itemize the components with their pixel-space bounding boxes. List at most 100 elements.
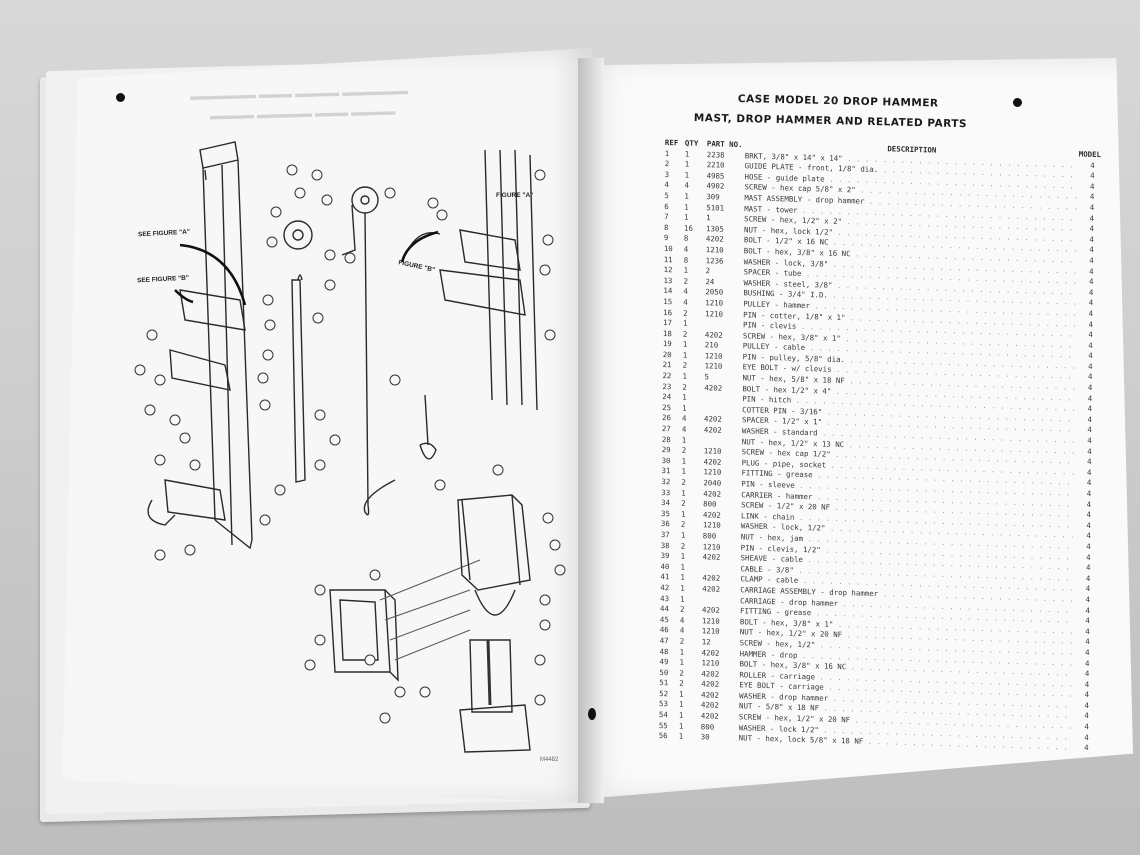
ref-cell: 25 bbox=[662, 402, 672, 413]
model-cell: 4 bbox=[1089, 234, 1094, 244]
model-cell: 4 bbox=[1090, 171, 1095, 181]
ref-cell: 41 bbox=[660, 572, 670, 582]
ref-cell: 27 bbox=[661, 424, 671, 434]
description-text: BOLT - hex 1/2" x 4" bbox=[742, 383, 832, 396]
ref-cell: 30 bbox=[661, 455, 671, 466]
model-cell: 4 bbox=[1088, 329, 1093, 340]
ref-cell: 15 bbox=[663, 296, 673, 307]
qty-cell: 1 bbox=[680, 583, 685, 593]
description-text: WASHER - lock, 3/8" bbox=[743, 256, 829, 269]
callout-balloon bbox=[270, 164, 333, 218]
ref-cell: 48 bbox=[659, 646, 669, 656]
model-cell: 4 bbox=[1086, 467, 1092, 477]
description-text: SCREW - hex, 3/8" x 1" bbox=[742, 330, 841, 343]
ref-cell: 4 bbox=[664, 180, 670, 190]
ref-cell: 12 bbox=[663, 265, 673, 275]
ref-cell: 2 bbox=[664, 159, 670, 169]
ref-cell: 28 bbox=[661, 434, 671, 444]
description-text: CLAMP - cable bbox=[740, 574, 799, 586]
qty-cell: 1 bbox=[684, 159, 690, 169]
model-cell: 4 bbox=[1085, 616, 1090, 626]
qty-cell: 1 bbox=[680, 594, 685, 604]
ref-cell: 40 bbox=[660, 561, 670, 572]
model-cell: 4 bbox=[1089, 266, 1094, 276]
description-text: EYE BOLT - carriage bbox=[739, 680, 824, 692]
ref-cell: 45 bbox=[659, 614, 669, 625]
qty-cell: 4 bbox=[682, 414, 687, 424]
qty-cell: 4 bbox=[681, 424, 687, 434]
book-gutter bbox=[578, 58, 604, 803]
qty-cell: 16 bbox=[684, 223, 694, 233]
model-cell: 4 bbox=[1086, 488, 1092, 499]
drawing-number: M4482 bbox=[540, 757, 559, 763]
qty-cell: 1 bbox=[683, 318, 688, 328]
description-text: CARRIAGE - drop hammer bbox=[740, 595, 839, 608]
model-cell: 4 bbox=[1087, 382, 1093, 393]
model-cell: 4 bbox=[1085, 647, 1090, 657]
binding-clip bbox=[588, 708, 596, 720]
model-cell: 4 bbox=[1084, 658, 1090, 668]
ref-cell: 8 bbox=[664, 222, 669, 232]
description-text: SPACER - 1/2" x 1" bbox=[741, 415, 823, 427]
description-text: MAST - tower bbox=[744, 203, 798, 215]
col-model-header: MODEL bbox=[1078, 149, 1102, 160]
model-cell: 4 bbox=[1089, 213, 1095, 223]
qty-cell: 2 bbox=[683, 276, 689, 286]
description-text: PLUG - pipe, socket bbox=[741, 458, 827, 470]
ref-cell: 52 bbox=[659, 688, 669, 699]
qty-cell: 8 bbox=[683, 233, 689, 244]
qty-cell: 2 bbox=[682, 329, 688, 339]
model-cell: 4 bbox=[1086, 478, 1092, 488]
description-text: WASHER - standard bbox=[741, 426, 818, 438]
ref-cell: 11 bbox=[663, 254, 673, 264]
qty-cell: 1 bbox=[681, 466, 687, 477]
ref-cell: 6 bbox=[664, 201, 669, 211]
model-cell: 4 bbox=[1084, 732, 1089, 742]
model-cell: 4 bbox=[1084, 700, 1090, 710]
qty-cell: 4 bbox=[683, 286, 688, 297]
qty-cell: 4 bbox=[683, 244, 689, 254]
ref-cell: 18 bbox=[662, 328, 672, 338]
ref-cell: 31 bbox=[661, 466, 671, 476]
ref-cell: 29 bbox=[661, 445, 671, 455]
model-cell: 4 bbox=[1084, 679, 1090, 689]
qty-cell: 1 bbox=[680, 530, 686, 540]
model-cell: 4 bbox=[1085, 626, 1090, 636]
qty-cell: 2 bbox=[679, 668, 684, 678]
model-cell: 4 bbox=[1089, 224, 1095, 234]
description-text: HOSE - guide plate bbox=[744, 172, 825, 184]
description-text: SCREW - hex cap 1/2" bbox=[741, 447, 831, 459]
ref-cell: 9 bbox=[663, 233, 669, 243]
model-cell: 4 bbox=[1088, 308, 1094, 318]
qty-cell: 2 bbox=[679, 636, 685, 646]
model-cell: 4 bbox=[1090, 160, 1095, 170]
ref-cell: 51 bbox=[659, 678, 669, 688]
ref-cell: 39 bbox=[660, 551, 670, 561]
ref-cell: 38 bbox=[660, 540, 670, 550]
qty-cell: 2 bbox=[681, 445, 687, 455]
ref-cell: 17 bbox=[663, 318, 673, 328]
model-cell: 4 bbox=[1084, 669, 1090, 679]
qty-cell: 2 bbox=[682, 382, 687, 392]
model-cell: 4 bbox=[1088, 361, 1093, 371]
description-text: PULLEY - cable bbox=[742, 341, 806, 353]
model-cell: 4 bbox=[1086, 499, 1092, 509]
description-text: SHEAVE - cable bbox=[740, 553, 803, 565]
model-cell: 4 bbox=[1087, 372, 1093, 382]
model-cell: 4 bbox=[1088, 277, 1094, 287]
model-cell: 4 bbox=[1087, 446, 1092, 456]
qty-cell: 1 bbox=[684, 191, 689, 201]
qty-cell: 1 bbox=[679, 689, 684, 699]
ref-cell: 13 bbox=[663, 275, 673, 285]
ref-cell: 14 bbox=[663, 286, 673, 296]
ref-cell: 55 bbox=[658, 720, 668, 730]
ref-cell: 37 bbox=[660, 530, 670, 540]
model-cell: 4 bbox=[1084, 722, 1089, 732]
qty-cell: 1 bbox=[684, 212, 689, 222]
model-cell: 4 bbox=[1085, 594, 1091, 604]
description-text: NUT - hex, lock 1/2" bbox=[743, 224, 834, 237]
model-cell: 4 bbox=[1085, 573, 1091, 583]
ref-cell: 54 bbox=[658, 710, 668, 720]
